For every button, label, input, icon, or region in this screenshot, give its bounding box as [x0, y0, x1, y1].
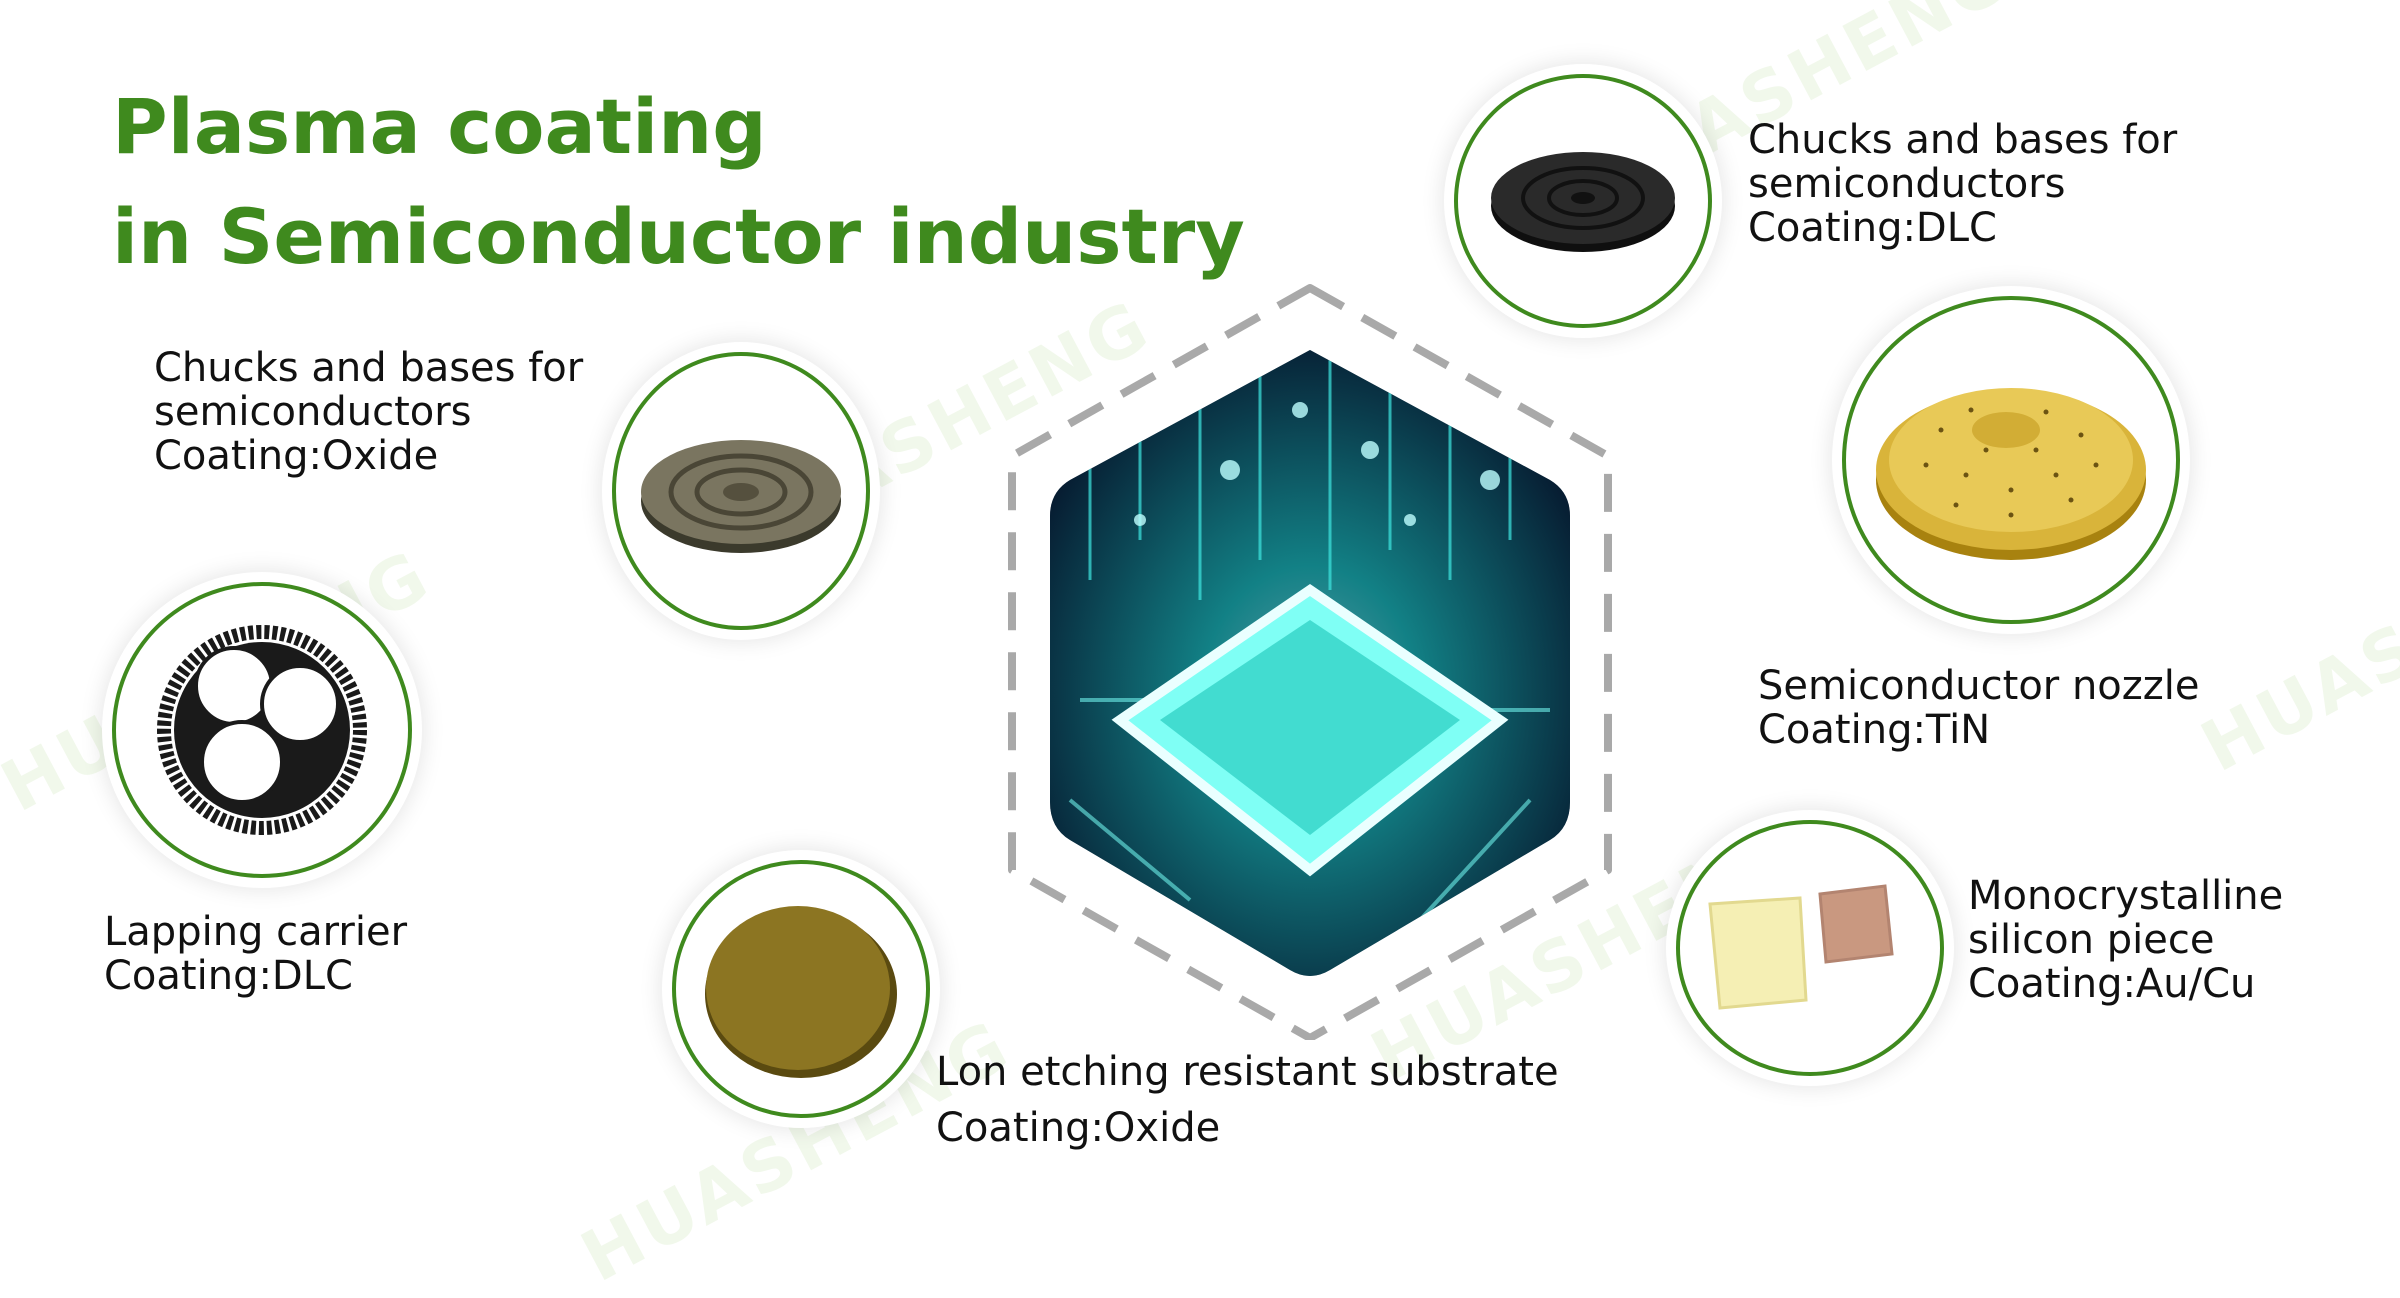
silicon-aucu-label: Monocrystalline silicon piece Coating:Au… [1968, 873, 2284, 1007]
silicon-aucu-image [1676, 820, 1944, 1076]
substrate-oxide-image [672, 860, 930, 1118]
chuck-oxide-label: Chucks and bases for semiconductors Coat… [154, 345, 584, 479]
chuck-dlc-label: Chucks and bases for semiconductors Coat… [1748, 117, 2178, 251]
title-line-2: in Semiconductor industry [112, 192, 1245, 281]
nozzle-tin-label: Semiconductor nozzle Coating:TiN [1758, 663, 2200, 753]
nozzle-tin-image [1842, 296, 2180, 624]
chuck-dlc-image [1454, 74, 1712, 328]
page-title: Plasma coating in Semiconductor industry [112, 72, 1245, 292]
lapping-dlc-image [112, 582, 412, 878]
title-line-1: Plasma coating [112, 82, 767, 171]
lapping-dlc-label: Lapping carrier Coating:DLC [104, 909, 408, 999]
chip-hexagon [970, 280, 1650, 1042]
substrate-oxide-label: Lon etching resistant substrate Coating:… [936, 1049, 1559, 1151]
watermark-text: HUASHENG [2188, 493, 2400, 789]
chuck-oxide-image [612, 352, 870, 630]
